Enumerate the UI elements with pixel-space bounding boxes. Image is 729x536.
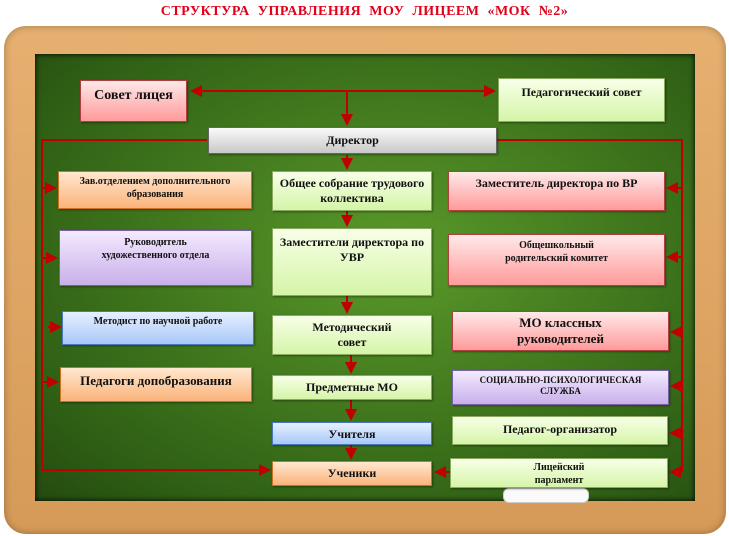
box-ped-council: Педагогический совет <box>498 78 665 122</box>
box-method-council: Методический совет <box>272 315 432 355</box>
box-addl-teachers: Педагоги допобразования <box>60 367 252 402</box>
box-parent-committee: Общешкольный родительский комитет <box>448 234 665 286</box>
box-general-meeting: Общее собрание трудового коллектива <box>272 171 432 211</box>
box-methodist: Методист по научной работе <box>62 311 254 345</box>
box-mo-class: МО классных руководителей <box>452 311 669 351</box>
box-social-service: СОЦИАЛЬНО-ПСИХОЛОГИЧЕСКАЯ СЛУЖБА <box>452 370 669 405</box>
box-deputy-vr: Заместитель директора по ВР <box>448 171 665 211</box>
box-head-addl: Зав.отделением дополнительного образован… <box>58 171 252 209</box>
box-council: Совет лицея <box>80 80 187 122</box>
page-title: СТРУКТУРА УПРАВЛЕНИЯ МОУ ЛИЦЕЕМ «МОК №2» <box>160 4 569 19</box>
box-teachers: Учителя <box>272 422 432 445</box>
box-subject-mo: Предметные МО <box>272 375 432 400</box>
box-organizer: Педагог-организатор <box>452 416 668 445</box>
box-deputy-uvr: Заместители директора по УВР <box>272 228 432 296</box>
box-students: Ученики <box>272 461 432 486</box>
box-art-head: Руководитель художественного отдела <box>59 230 252 286</box>
box-parliament: Лицейский парламент <box>450 458 668 488</box>
box-director: Директор <box>208 127 497 154</box>
chalk-icon <box>503 488 589 503</box>
